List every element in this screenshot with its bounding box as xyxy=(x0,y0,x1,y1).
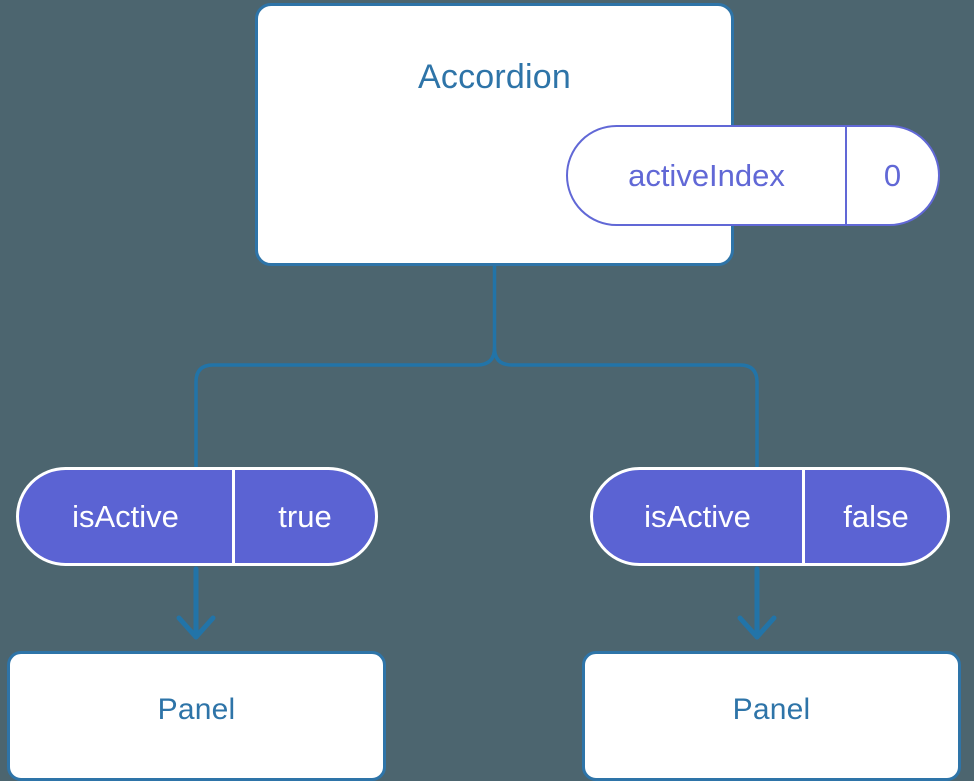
right-isactive-key: isActive xyxy=(593,470,805,563)
arrow-right-pill-to-panel xyxy=(737,566,777,640)
left-isactive-value: true xyxy=(278,499,332,534)
accordion-state-key: activeIndex xyxy=(568,127,847,224)
left-panel-title: Panel xyxy=(157,693,236,726)
right-panel-title: Panel xyxy=(732,693,811,726)
right-panel-card[interactable]: Panel xyxy=(582,651,961,781)
accordion-state-pill[interactable]: activeIndex 0 xyxy=(566,125,940,226)
accordion-state-value: 0 xyxy=(883,158,902,193)
left-isactive-pill[interactable]: isActive true xyxy=(16,467,378,566)
accordion-title: Accordion xyxy=(418,58,571,96)
right-isactive-value: false xyxy=(843,499,909,534)
right-isactive-pill[interactable]: isActive false xyxy=(590,467,950,566)
left-isactive-key: isActive xyxy=(19,470,235,563)
tree-branch-connector xyxy=(194,264,497,469)
accordion-component-card[interactable]: Accordion activeIndex 0 xyxy=(255,3,940,266)
left-panel-card[interactable]: Panel xyxy=(7,651,386,781)
arrow-left-pill-to-panel xyxy=(176,566,216,640)
tree-branch-connector-right xyxy=(492,346,759,469)
